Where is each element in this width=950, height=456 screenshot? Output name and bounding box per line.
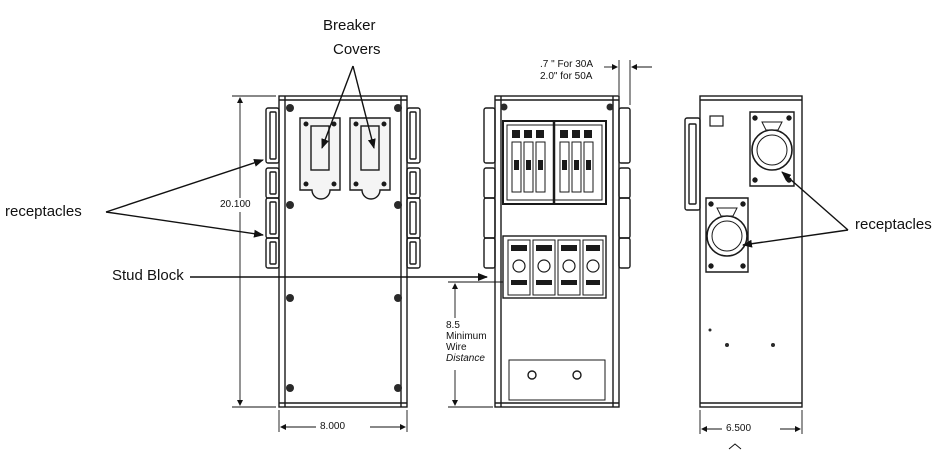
arrow-breaker-left (321, 65, 354, 149)
wire-distance-line2: Minimum (446, 331, 487, 342)
receptacles-left-label: receptacles (5, 203, 82, 220)
breaker-cover-right (349, 117, 391, 200)
breaker-cover-left (299, 117, 341, 200)
stud-block-label: Stud Block (112, 267, 184, 284)
open-screws (500, 103, 614, 111)
callout-arrows (105, 65, 849, 281)
breaker-clearance-dimension (604, 60, 652, 105)
front-width-dimension (278, 410, 408, 432)
lower-plate (508, 359, 606, 401)
receptacle-left-lower (265, 197, 280, 269)
side-label-window (709, 115, 724, 127)
arrow-receptacle-upper (105, 159, 264, 213)
wire-distance-line3: Wire (446, 342, 467, 353)
wire-distance-line4: Distance (446, 353, 485, 364)
conduit-hole-left (527, 370, 537, 380)
receptacle-right-upper (406, 107, 421, 199)
open-receptacles-left (483, 107, 496, 269)
front-screws (286, 104, 402, 392)
side-receptacle-upper (749, 111, 795, 187)
side-receptacle-lower (705, 197, 749, 273)
arrow-side-receptacle-lower (742, 229, 849, 248)
breaker-covers-label-line1: Breaker (323, 17, 376, 34)
receptacle-right-lower (406, 197, 421, 269)
open-receptacles-right (618, 107, 631, 269)
side-receptacle-edge (684, 117, 701, 211)
side-width-dimension (699, 410, 803, 450)
side-screws (708, 328, 775, 347)
arrow-breaker-right (352, 65, 376, 149)
breaker-clearance-line1: .7 " For 30A (540, 59, 594, 70)
breaker-clearance-line2: 2.0" for 50A (540, 71, 593, 82)
arrow-receptacle-lower (105, 211, 264, 238)
side-width-dimension-value: 6.500 (726, 423, 752, 434)
receptacle-left-upper (265, 107, 280, 199)
receptacles-right-label: receptacles (855, 216, 932, 233)
side-view (684, 95, 803, 408)
wire-distance-line1: 8.5 (446, 320, 460, 331)
conduit-hole-right (572, 370, 582, 380)
stud-block-assembly (502, 235, 607, 299)
wire-distance-dimension (448, 281, 503, 408)
breaker-panel (502, 120, 607, 205)
front-view-closed (265, 95, 421, 408)
height-dimension-value: 20.100 (220, 199, 251, 210)
height-dimension (232, 95, 276, 408)
front-view-open (483, 95, 631, 408)
arrow-side-receptacle-upper (781, 171, 849, 231)
front-width-dimension-value: 8.000 (320, 421, 346, 432)
breaker-covers-label-line2: Covers (333, 41, 381, 58)
